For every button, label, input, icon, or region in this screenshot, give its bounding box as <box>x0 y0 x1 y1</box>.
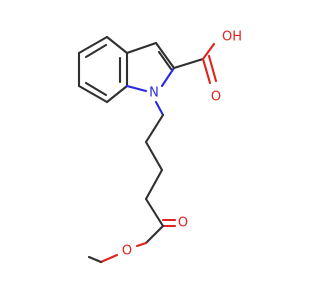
benzene-ring <box>77 35 129 104</box>
bond-chain-2 <box>144 140 164 172</box>
bond-benzene-1 <box>77 35 109 55</box>
bond-benzene-3 <box>77 84 109 104</box>
bond-chain-4 <box>144 197 165 228</box>
ester-carbonyl-oxygen-label: O <box>178 216 188 231</box>
pyrrole-ring <box>125 41 176 93</box>
bond-ester-methyl <box>87 255 103 264</box>
bond-n-chain <box>154 100 165 117</box>
bond-c3a-c3 <box>125 41 158 55</box>
carboxylic-acid-group <box>172 42 218 85</box>
methyl-ester-group <box>87 218 177 264</box>
acid-carbonyl-oxygen-label: O <box>211 90 221 105</box>
bond-n-c7a <box>125 84 148 93</box>
alkyl-chain <box>144 100 165 228</box>
bond-c2-n <box>160 66 176 88</box>
bond-benzene-double-b <box>84 81 108 97</box>
structure-canvas: N OH O O O <box>77 30 242 264</box>
nitrogen-label: N <box>149 86 159 101</box>
bond-carboxyl-o-a <box>201 57 212 85</box>
bond-carboxyl-o-b <box>207 54 218 83</box>
bond-benzene-6 <box>105 35 129 55</box>
bond-c2-carboxyl <box>172 57 205 70</box>
bond-ester-o-link <box>144 224 165 245</box>
bond-chain-3 <box>144 168 164 201</box>
bond-carboxyl-oh <box>201 42 216 61</box>
bond-ester-o-link-red <box>135 241 148 248</box>
bond-c3-c2-double <box>157 50 173 71</box>
molecule-drawing: N OH O O O <box>77 30 242 264</box>
bond-benzene-4 <box>105 84 129 104</box>
bond-ester-methyl-red <box>99 253 119 264</box>
bond-benzene-double-a <box>84 43 108 59</box>
bond-chain-1 <box>144 113 165 144</box>
ester-oxygen-label: O <box>122 244 132 259</box>
bond-c3-c2 <box>154 41 176 70</box>
hydroxyl-label: OH <box>222 30 242 45</box>
